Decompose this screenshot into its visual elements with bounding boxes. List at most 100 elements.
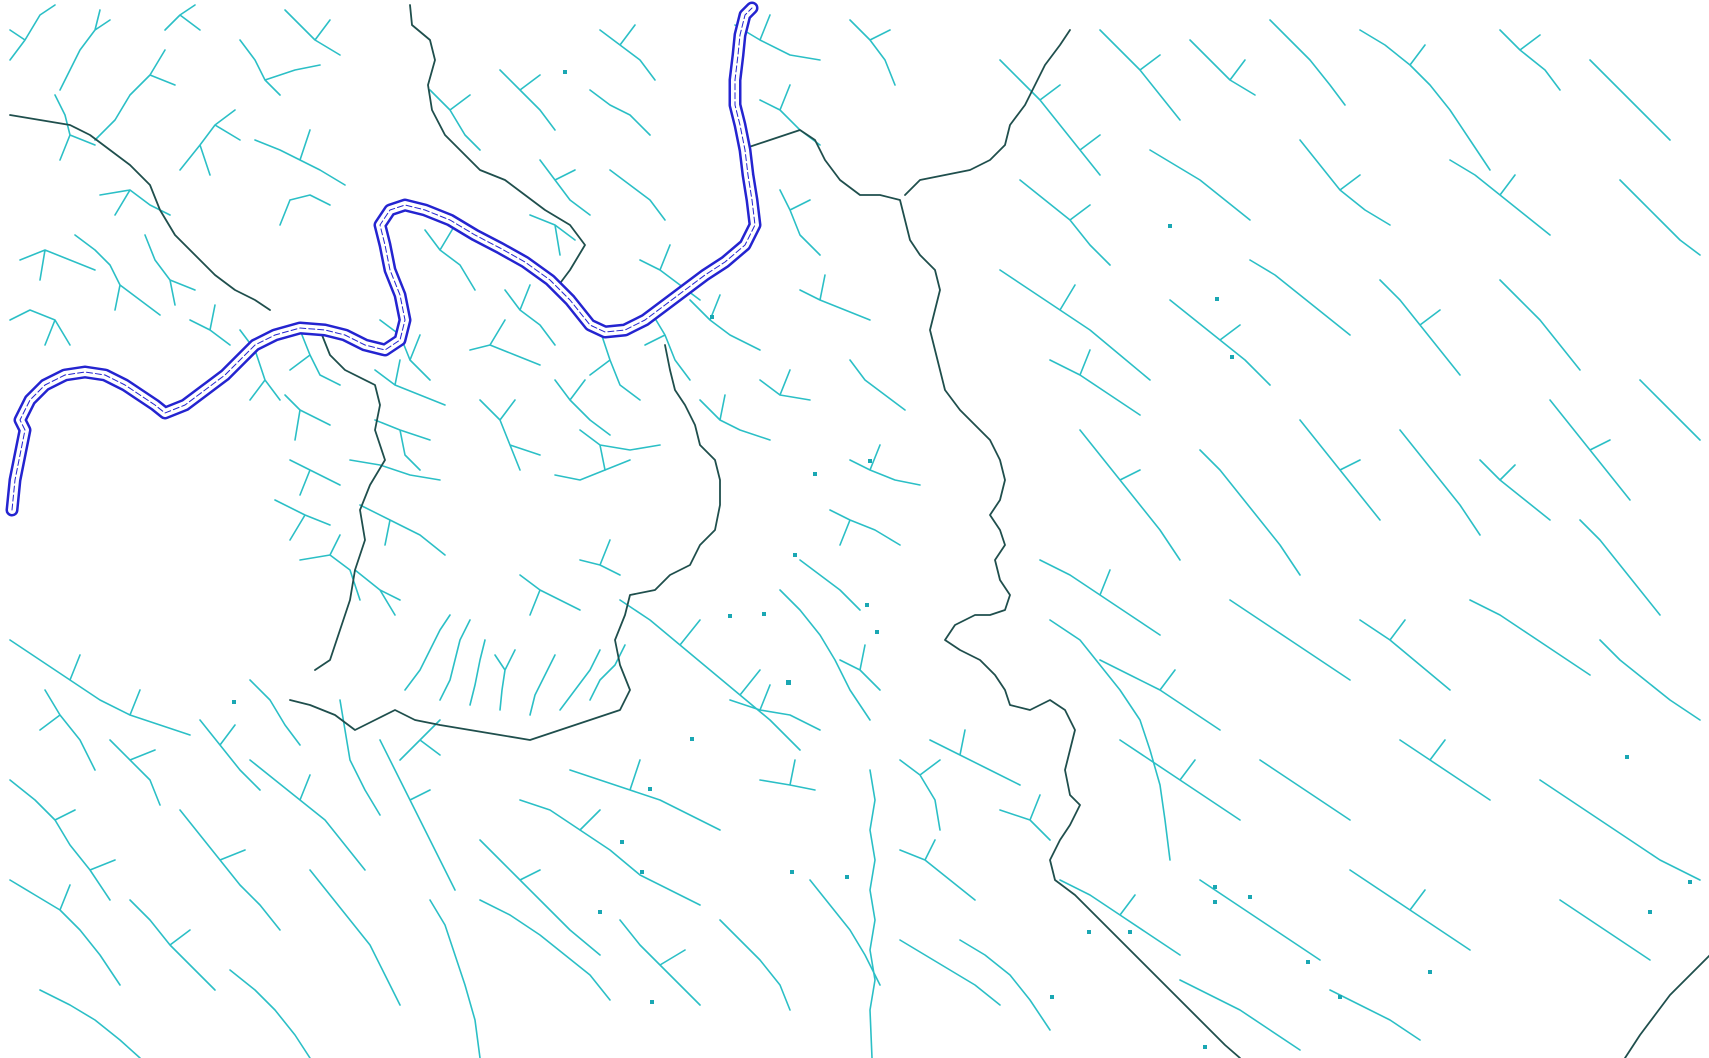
- tributary-stream: [249, 759, 366, 871]
- pond: [563, 70, 567, 74]
- tributary-stream: [1349, 869, 1471, 951]
- tributary-stream: [849, 19, 896, 86]
- tributary-stream: [1259, 759, 1351, 821]
- tributary-stream: [499, 69, 556, 131]
- tributary-stream: [1579, 519, 1661, 616]
- tributary-stream: [734, 14, 821, 61]
- tributary-stream: [354, 569, 401, 616]
- main-channels-layer: [9, 4, 1709, 1058]
- tributary-stream: [404, 614, 451, 691]
- tributary-stream: [529, 214, 576, 256]
- tributary-stream: [1639, 379, 1701, 441]
- tributary-stream: [1539, 779, 1701, 881]
- tributary-stream: [274, 499, 331, 541]
- tributary-stream: [1619, 179, 1701, 256]
- tributary-stream: [1199, 449, 1301, 576]
- tributary-stream: [284, 9, 341, 56]
- tributary-stream: [374, 359, 446, 406]
- tributary-stream: [379, 739, 456, 891]
- pond: [875, 630, 879, 634]
- pond: [1648, 910, 1652, 914]
- pond: [790, 870, 794, 874]
- tributary-stream: [929, 729, 1021, 786]
- pond: [620, 840, 624, 844]
- tributary-stream: [9, 779, 116, 901]
- tributary-stream: [559, 649, 601, 711]
- tributary-stream: [1359, 29, 1491, 171]
- tributary-stream: [1479, 459, 1551, 521]
- tributary-stream: [9, 4, 56, 61]
- pond: [1338, 995, 1342, 999]
- tributary-stream: [1099, 659, 1221, 731]
- pond: [1428, 970, 1432, 974]
- pond: [762, 612, 766, 616]
- tributary-stream: [1299, 419, 1381, 521]
- tributary-stream: [759, 759, 816, 791]
- tributary-stream: [9, 639, 191, 736]
- pond: [1087, 930, 1091, 934]
- tributary-stream: [74, 234, 161, 316]
- tributary-stream: [424, 224, 476, 291]
- main-channel: [289, 344, 721, 741]
- tributary-stream: [1469, 599, 1591, 676]
- tributary-stream: [899, 939, 1001, 1006]
- tributary-stream: [1169, 299, 1271, 386]
- tributary-stream: [529, 654, 556, 716]
- tributary-stream: [899, 759, 941, 831]
- pond: [786, 680, 791, 685]
- tributary-stream: [589, 644, 626, 701]
- tributary-stream: [644, 309, 691, 381]
- main-channel: [9, 114, 271, 311]
- tributary-stream: [299, 534, 361, 601]
- tributary-stream: [1499, 279, 1581, 371]
- tributary-stream: [839, 644, 881, 691]
- tributary-stream: [249, 679, 301, 746]
- tributary-stream: [349, 459, 441, 481]
- tributary-stream: [339, 699, 381, 816]
- tributary-stream: [239, 39, 321, 96]
- tributary-stream: [849, 444, 921, 486]
- tributary-stream: [999, 59, 1101, 176]
- pond: [1050, 995, 1054, 999]
- main-channel: [1624, 954, 1709, 1058]
- pond: [598, 910, 602, 914]
- pond: [728, 614, 732, 618]
- tributary-stream: [809, 879, 881, 986]
- tributary-stream: [429, 899, 481, 1058]
- pond: [640, 870, 644, 874]
- tributary-stream: [379, 319, 431, 381]
- tributary-stream: [279, 194, 331, 226]
- tributary-stream: [1399, 429, 1481, 536]
- tributary-stream: [729, 684, 821, 731]
- ponds-layer: [232, 70, 1692, 1049]
- tributary-stream: [1119, 739, 1241, 821]
- tributary-stream: [239, 329, 281, 401]
- tributary-stream: [1149, 149, 1251, 221]
- tributary-stream: [589, 89, 651, 136]
- tributary-stream: [19, 249, 96, 281]
- pond: [1306, 960, 1310, 964]
- river-centerline: [11, 7, 756, 511]
- tributary-stream: [599, 24, 656, 81]
- tributary-stream: [479, 839, 601, 956]
- pond: [710, 315, 714, 319]
- pond: [648, 787, 652, 791]
- tributary-stream: [1549, 399, 1631, 501]
- tributary-stream: [1269, 19, 1346, 106]
- pond: [865, 603, 869, 607]
- tributary-stream: [619, 919, 701, 1006]
- tributary-stream: [1359, 619, 1451, 691]
- tributary-stream: [1589, 59, 1671, 141]
- tributary-stream: [479, 399, 541, 471]
- pond: [1230, 355, 1234, 359]
- tributary-stream: [1379, 279, 1461, 376]
- tributary-stream: [1039, 559, 1161, 636]
- pond: [1625, 755, 1629, 759]
- tributary-stream: [469, 319, 541, 366]
- pond: [1215, 297, 1219, 301]
- tributary-stream: [189, 304, 231, 346]
- tributary-stream: [59, 9, 111, 91]
- tributary-stream: [399, 719, 441, 761]
